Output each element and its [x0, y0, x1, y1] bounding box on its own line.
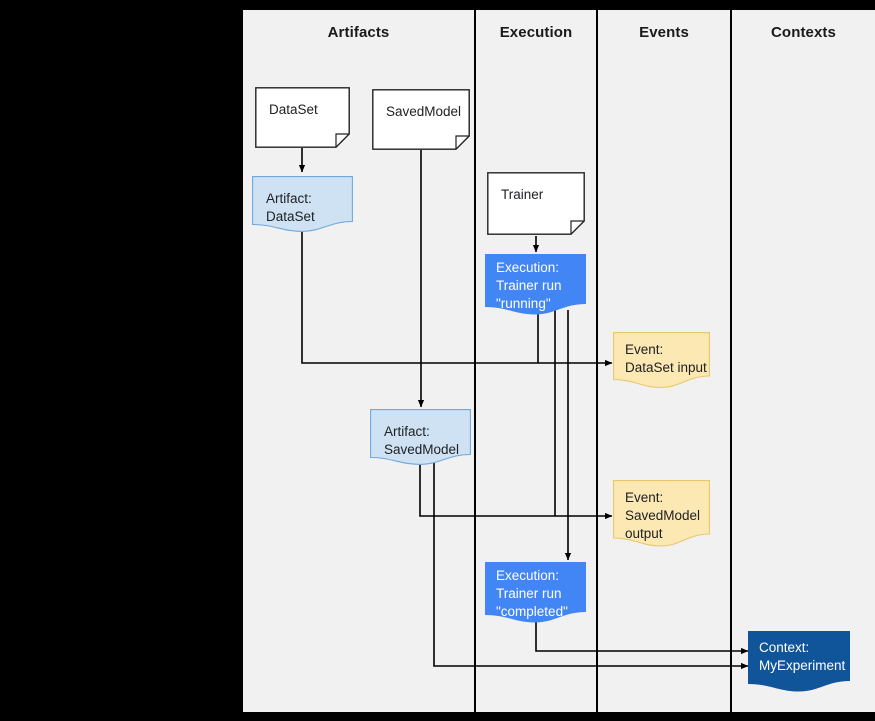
event-savedmodel-output-shape [613, 480, 710, 547]
event-dataset-input-label: Event: DataSet input [625, 342, 707, 375]
node-execution-running[interactable]: Execution: Trainer run "running" [485, 254, 586, 316]
event-dataset-input-shape [613, 332, 710, 389]
node-event-dataset-input[interactable]: Event: DataSet input [613, 332, 710, 389]
column-divider-execution-events [596, 8, 598, 714]
node-execution-completed[interactable]: Execution: Trainer run "completed" [485, 562, 586, 624]
trainer-doc-shape [487, 172, 585, 235]
panel-border-top [241, 8, 875, 10]
event-savedmodel-output-label: Event: SavedModel output [625, 490, 701, 541]
node-context-myexperiment[interactable]: Context: MyExperiment [748, 631, 850, 693]
node-event-savedmodel-output[interactable]: Event: SavedModel output [613, 480, 710, 548]
node-dataset-doc[interactable]: DataSet [255, 87, 350, 148]
dataset-doc-label: DataSet [269, 102, 318, 117]
dataset-doc-shape [255, 87, 350, 148]
savedmodel-doc-shape [372, 89, 470, 150]
context-myexperiment-shape [748, 631, 850, 692]
savedmodel-doc-label: SavedModel [386, 104, 462, 119]
execution-completed-shape [485, 562, 586, 623]
column-header-artifacts: Artifacts [327, 24, 390, 41]
context-myexperiment-label: Context: MyExperiment [759, 640, 846, 673]
column-header-contexts: Contexts [771, 24, 836, 41]
trainer-doc-label: Trainer [501, 187, 544, 202]
node-trainer-doc[interactable]: Trainer [487, 172, 585, 235]
execution-running-shape [485, 254, 586, 315]
column-divider-events-contexts [730, 8, 732, 714]
artifact-dataset-shape [252, 176, 353, 232]
node-artifact-savedmodel[interactable]: Artifact: SavedModel [370, 409, 471, 465]
artifact-dataset-label: Artifact: DataSet [266, 191, 315, 224]
column-divider-artifacts-execution [474, 8, 476, 714]
artifact-savedmodel-shape [370, 409, 471, 465]
artifact-savedmodel-label: Artifact: SavedModel [384, 424, 460, 457]
panel-border-left [241, 8, 243, 714]
panel-border-bottom [241, 712, 875, 714]
column-header-execution: Execution [499, 24, 573, 41]
execution-completed-label: Execution: Trainer run "completed" [496, 568, 568, 619]
node-savedmodel-doc[interactable]: SavedModel [372, 89, 470, 150]
execution-running-label: Execution: Trainer run "running" [496, 260, 562, 311]
node-artifact-dataset[interactable]: Artifact: DataSet [252, 176, 353, 232]
column-header-events: Events [639, 24, 689, 41]
